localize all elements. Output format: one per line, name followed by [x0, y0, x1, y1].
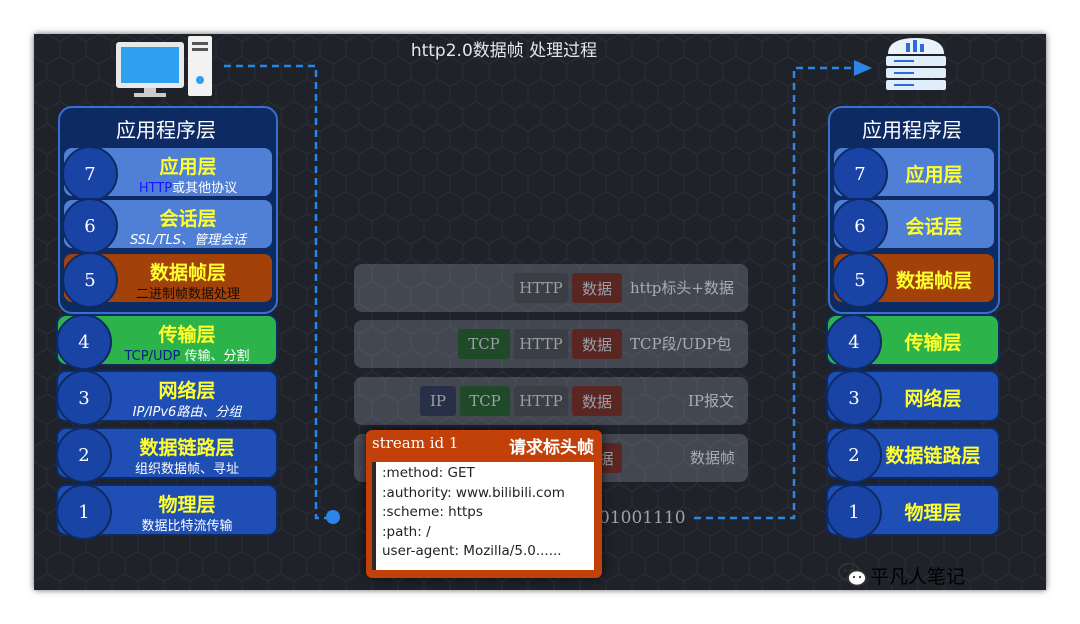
- header-line: :method: GET: [382, 465, 475, 481]
- right-stack-header: 应用程序层: [862, 118, 962, 142]
- stream-header-frame-card: stream id 1 请求标头帧 :method: GET :authorit…: [366, 430, 602, 578]
- layer-name: 网络层: [904, 388, 962, 410]
- layer-name: 物理层: [158, 494, 216, 516]
- packet-box-data: 数据: [572, 386, 622, 416]
- layer-name: 数据帧层: [895, 270, 972, 292]
- layer-desc-text: 传输、分割: [180, 349, 250, 364]
- header-line: :path: /: [382, 523, 431, 540]
- layer-desc: IP/IPv6路由、分组: [132, 405, 242, 420]
- layer-number: 4: [56, 314, 112, 370]
- left-layer-6: 6 会话层 SSL/TLS、管理会话: [62, 198, 274, 254]
- layer-number: 1: [826, 484, 882, 540]
- packet-box-data: 数据: [572, 329, 622, 359]
- layer-number: 2: [826, 427, 882, 483]
- connection-wires: [224, 60, 872, 520]
- right-layer-5: 5 数据帧层: [832, 252, 996, 308]
- layer-name: 会话层: [159, 208, 217, 230]
- layer-name: 数据帧层: [149, 262, 226, 284]
- diagram-frame: http2.0数据帧 处理过程 应用程序层 7 应用层: [34, 34, 1046, 590]
- layer-name: 传输层: [904, 332, 962, 354]
- packet-row-http: HTTP 数据 http标头+数据: [354, 264, 748, 312]
- right-layer-3: 3 网络层: [826, 370, 1000, 426]
- layer-number: 5: [62, 252, 118, 308]
- layer-number: 5: [832, 252, 888, 308]
- left-osi-stack: 应用程序层 7 应用层 HTTP或其他协议 6 会话层 SSL/TLS、管理会话…: [54, 106, 280, 576]
- client-wire: [224, 64, 334, 520]
- layer-desc-text: 或其他协议: [172, 181, 238, 196]
- packet-row-ip: IP TCP HTTP 数据 IP报文: [354, 377, 748, 425]
- packet-row-label: 数据帧: [690, 449, 736, 467]
- left-layer-1: 1 物理层 数据比特流传输: [56, 484, 278, 540]
- packet-box-http: HTTP: [514, 386, 568, 416]
- packet-box-tcp: TCP: [460, 386, 510, 416]
- layer-name: 网络层: [158, 380, 216, 402]
- packet-box-ip: IP: [420, 386, 456, 416]
- packet-box-http: HTTP: [514, 329, 568, 359]
- layer-desc: HTTP或其他协议: [104, 177, 272, 196]
- left-layer-7: 7 应用层 HTTP或其他协议: [62, 146, 274, 202]
- layer-name: 数据链路层: [139, 437, 235, 459]
- left-stack-header: 应用程序层: [116, 118, 216, 142]
- layer-desc-highlight: TCP/UDP: [124, 349, 181, 364]
- watermark-text: 平凡人笔记: [870, 566, 966, 588]
- left-layer-2: 2 数据链路层 组织数据帧、寻址: [56, 427, 278, 483]
- packet-row-label: TCP段/UDP包: [630, 335, 732, 353]
- diagram-title: http2.0数据帧 处理过程: [410, 41, 598, 61]
- layer-number: 1: [56, 484, 112, 540]
- packet-box-http: HTTP: [514, 273, 568, 303]
- right-layer-4: 4 传输层: [826, 314, 1000, 370]
- right-layer-6: 6 会话层: [832, 198, 996, 254]
- header-line: :authority: www.bilibili.com: [382, 484, 565, 501]
- server-wire: [694, 66, 856, 520]
- layer-number: 6: [832, 198, 888, 254]
- desktop-computer-icon: [116, 36, 212, 97]
- server-rack-icon: [886, 38, 946, 90]
- layer-name: 应用层: [905, 164, 963, 186]
- bitstream-text: 01001110: [599, 508, 686, 528]
- right-layer-2: 2 数据链路层: [826, 427, 1000, 483]
- layer-name: 传输层: [158, 324, 216, 346]
- right-layer-1: 1 物理层: [826, 484, 1000, 540]
- layer-number: 3: [826, 370, 882, 426]
- layer-name: 应用层: [159, 156, 217, 178]
- right-osi-stack: 应用程序层 7 应用层 6 会话层 5 数据帧层 4 传输层 3 网络层 2 数…: [824, 106, 1004, 576]
- header-list: :method: GET :authority: www.bilibili.co…: [372, 462, 594, 570]
- frame-title: 请求标头帧: [509, 438, 594, 458]
- right-layer-7: 7 应用层: [832, 146, 996, 202]
- layer-name: 数据链路层: [885, 445, 981, 467]
- layer-desc: TCP/UDP 传输、分割: [98, 345, 276, 364]
- packet-row-label: IP报文: [688, 392, 735, 410]
- wire-endpoint-dot: [326, 510, 340, 524]
- packet-box-data: 数据: [572, 273, 622, 303]
- stream-id: stream id 1: [372, 434, 459, 452]
- packet-row-label: http标头+数据: [630, 279, 734, 297]
- left-layer-4: 4 传输层 TCP/UDP 传输、分割: [56, 314, 278, 370]
- left-layer-5: 5 数据帧层 二进制帧数据处理: [62, 252, 274, 308]
- layer-desc: 组织数据帧、寻址: [134, 462, 239, 477]
- layer-number: 2: [56, 427, 112, 483]
- layer-desc: SSL/TLS、管理会话: [129, 233, 247, 248]
- wechat-icon: [838, 562, 867, 587]
- packet-box-tcp: TCP: [458, 329, 510, 359]
- layer-number: 4: [826, 314, 882, 370]
- layer-desc: 二进制帧数据处理: [135, 287, 240, 302]
- layer-desc-highlight: HTTP: [138, 181, 173, 196]
- layer-desc: 数据比特流传输: [141, 519, 233, 534]
- left-layer-3: 3 网络层 IP/IPv6路由、分组: [56, 370, 278, 426]
- header-line: :scheme: https: [382, 504, 483, 521]
- header-line: user-agent: Mozilla/5.0......: [382, 543, 562, 560]
- packet-row-tcp: TCP HTTP 数据 TCP段/UDP包: [354, 320, 748, 368]
- layer-number: 3: [56, 370, 112, 426]
- layer-name: 物理层: [904, 502, 962, 524]
- layer-name: 会话层: [905, 216, 963, 238]
- arrow-head-icon: [854, 60, 872, 76]
